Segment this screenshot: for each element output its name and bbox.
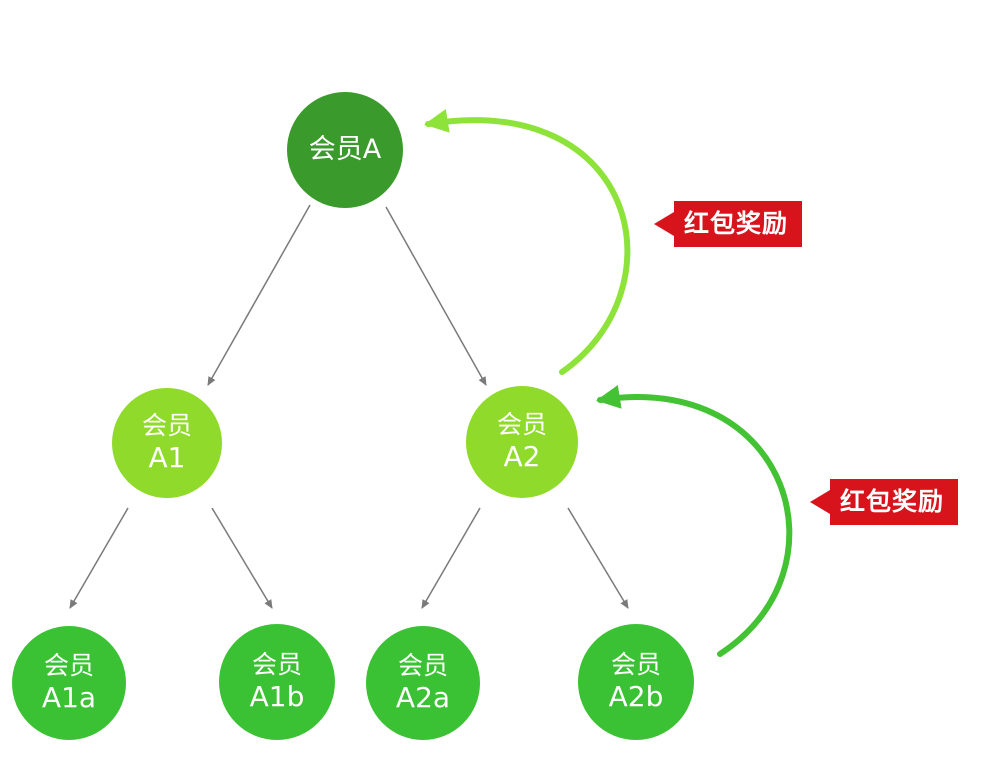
connector-a-to-a2 (385, 206, 487, 386)
node-member-a1-label-bottom: A1 (148, 441, 186, 475)
node-member-a1b-label-top: 会员 (251, 649, 302, 679)
reward-tag-bottom-label: 红包奖励 (830, 479, 959, 525)
connector-a2-to-a2b (567, 507, 629, 609)
tag-pointer-icon (810, 490, 830, 514)
node-member-a1a-label-top: 会员 (43, 650, 94, 680)
node-member-a-label: 会员A (308, 134, 382, 166)
reward-arc-a2-to-a (424, 109, 631, 375)
node-member-a2a: 会员 A2a (366, 626, 480, 740)
node-member-a2b: 会员 A2b (578, 624, 694, 740)
connector-a1-to-a1b (211, 507, 273, 609)
reward-tag-bottom: 红包奖励 (810, 479, 959, 525)
node-member-a2b-label-bottom: A2b (608, 680, 664, 714)
node-member-a1b: 会员 A1b (219, 624, 335, 740)
node-member-a2-label-top: 会员 (496, 409, 547, 439)
node-member-a1: 会员 A1 (112, 388, 222, 498)
reward-arc-a2b-to-a2 (596, 385, 793, 657)
tag-pointer-icon (654, 212, 674, 236)
node-member-a1b-label-bottom: A1b (249, 680, 305, 714)
reward-tag-top-label: 红包奖励 (674, 201, 803, 247)
node-member-a2b-label-top: 会员 (610, 649, 661, 679)
node-member-a2: 会员 A2 (466, 386, 578, 498)
node-member-a1a-label-bottom: A1a (41, 681, 97, 715)
connector-a2-to-a2a (421, 507, 481, 609)
connector-a1-to-a1a (69, 507, 129, 609)
node-member-a1-label-top: 会员 (141, 410, 192, 440)
node-member-a: 会员A (287, 92, 403, 208)
node-member-a2a-label-bottom: A2a (395, 681, 451, 715)
connector-a-to-a1 (207, 204, 311, 386)
node-member-a2a-label-top: 会员 (397, 650, 448, 680)
node-member-a1a: 会员 A1a (12, 626, 126, 740)
node-member-a2-label-bottom: A2 (503, 440, 541, 474)
reward-tag-top: 红包奖励 (654, 201, 803, 247)
